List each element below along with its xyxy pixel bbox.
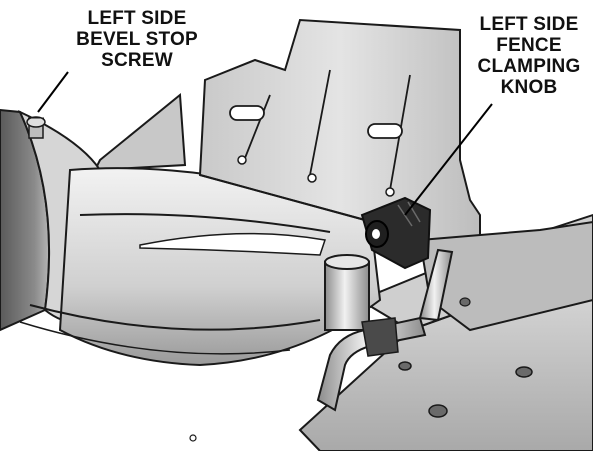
label-left-side-bevel-stop-screw: LEFT SIDE BEVEL STOP SCREW xyxy=(52,8,222,71)
fence-slot-left xyxy=(229,105,265,121)
label-line: CLAMPING xyxy=(477,56,581,77)
label-line: FENCE xyxy=(496,35,562,56)
label-line: LEFT SIDE xyxy=(479,14,579,35)
hold-down-tube xyxy=(316,248,454,412)
support-post xyxy=(324,254,370,331)
leader-line-bevel-stop-screw xyxy=(37,71,69,113)
label-line: SCREW xyxy=(101,50,173,71)
label-line: LEFT SIDE xyxy=(87,8,187,29)
fence-slot-right xyxy=(367,123,403,139)
label-line: KNOB xyxy=(500,77,558,98)
label-left-side-fence-clamping-knob: LEFT SIDE FENCE CLAMPING KNOB xyxy=(466,14,592,98)
blade-guard xyxy=(19,167,382,367)
fence-clamping-knob xyxy=(360,196,432,270)
label-line: BEVEL STOP xyxy=(76,29,198,50)
bevel-stop-screw xyxy=(26,116,46,139)
rear-guard-plate xyxy=(93,93,187,172)
leader-line-fence-clamping-knob xyxy=(404,103,493,216)
